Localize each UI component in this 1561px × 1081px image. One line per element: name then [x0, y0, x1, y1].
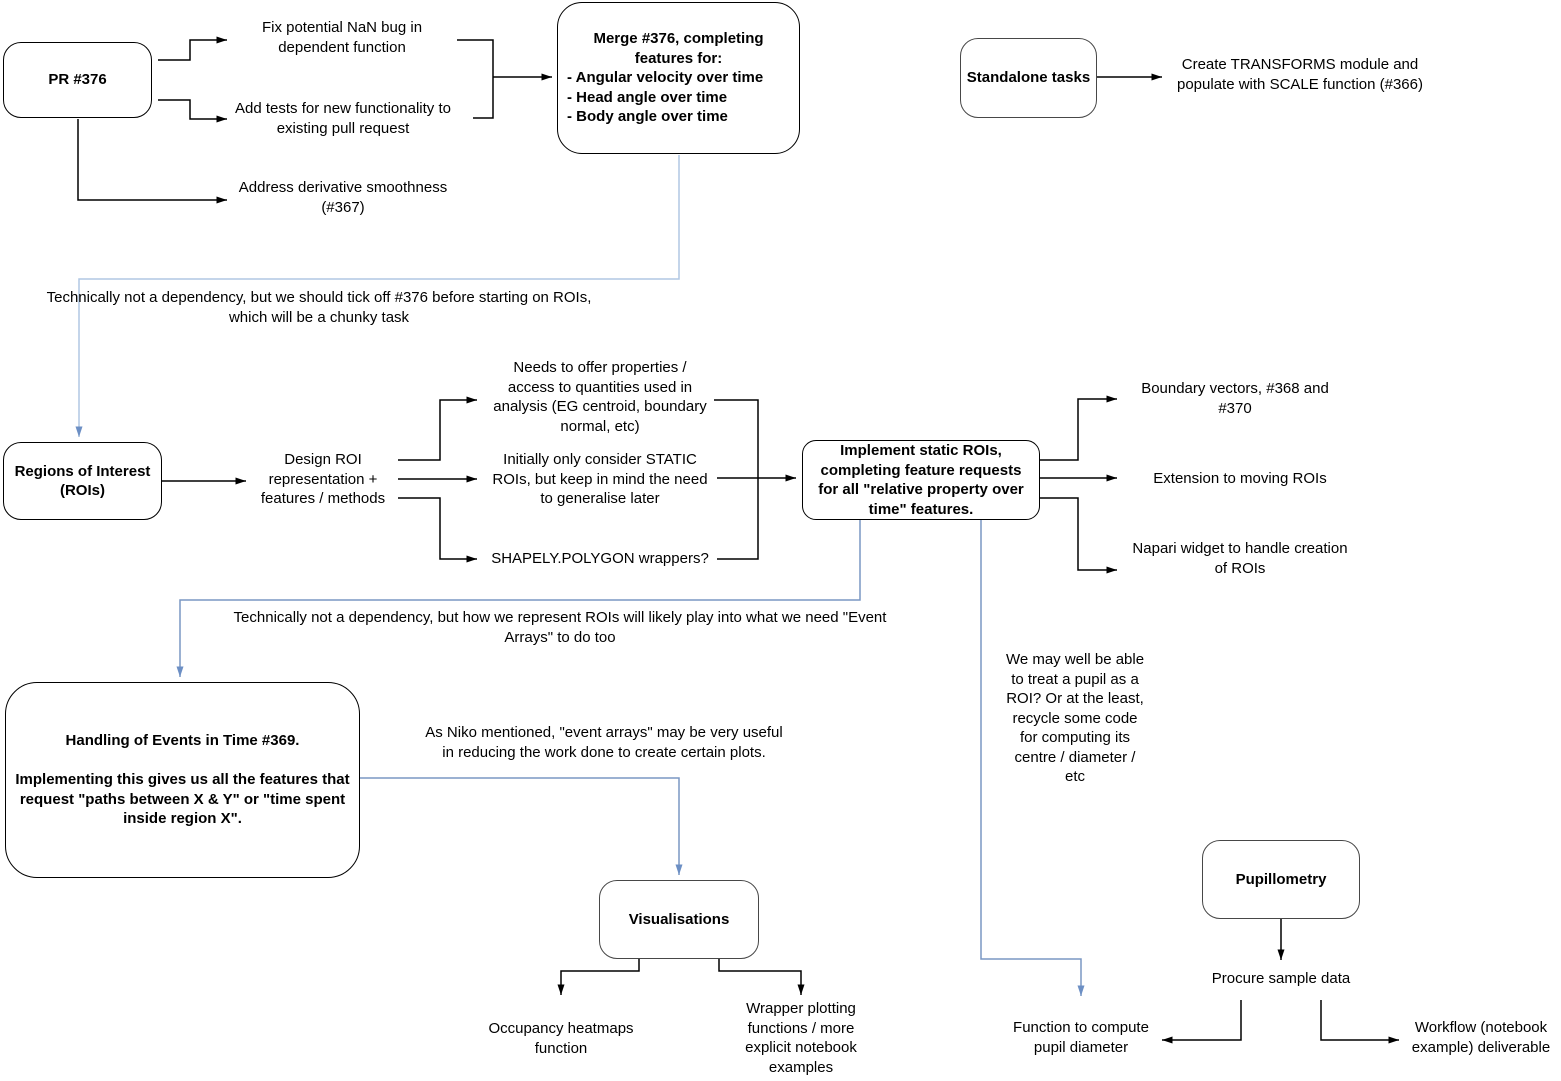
- node-pr-376: PR #376: [3, 42, 152, 118]
- connector-events-to-visualisations: [360, 777, 683, 875]
- connector-pr-to-fix-nan: [158, 36, 227, 61]
- label-design-roi: Design ROI representation + features / m…: [260, 451, 386, 507]
- note-pupil-as-roi: We may well be able to treat a pupil as …: [1005, 651, 1145, 785]
- label-add-tests: Add tests for new functionality to exist…: [235, 100, 451, 137]
- connector-bracket-to-merge: [457, 39, 494, 119]
- node-pupillometry: Pupillometry: [1202, 840, 1360, 919]
- label-workflow-deliverable: Workflow (notebook example) deliverable: [1411, 1019, 1551, 1056]
- connector-implement-to-events: [176, 520, 861, 677]
- note-event-arrays: Technically not a dependency, but how we…: [233, 609, 887, 646]
- label-procure-sample-data: Procure sample data: [1211, 970, 1351, 987]
- node-visualisations: Visualisations: [599, 880, 759, 959]
- label-function-pupil-diameter: Function to compute pupil diameter: [1013, 1019, 1149, 1056]
- note-tick-off-376: Technically not a dependency, but we sho…: [46, 289, 592, 326]
- label-needs-properties: Needs to offer properties / access to qu…: [493, 359, 707, 435]
- label-fix-nan-bug: Fix potential NaN bug in dependent funct…: [261, 19, 423, 56]
- connector-implement-to-boundary: [1040, 395, 1117, 461]
- label-wrapper-plotting: Wrapper plotting functions / more explic…: [745, 1000, 857, 1076]
- label-shapely-wrappers: SHAPELY.POLYGON wrappers?: [491, 550, 709, 567]
- label-extension-moving-rois: Extension to moving ROIs: [1153, 470, 1327, 487]
- label-create-transforms: Create TRANSFORMS module and populate wi…: [1177, 56, 1423, 93]
- label-occupancy-heatmaps: Occupancy heatmaps function: [488, 1020, 634, 1057]
- node-implement-static-rois: Implement static ROIs, completing featur…: [802, 440, 1040, 520]
- node-regions-of-interest: Regions of Interest (ROIs): [3, 442, 162, 520]
- connector-pr-to-address-derivative: [77, 119, 227, 204]
- connector-procure-to-workflow: [1320, 1000, 1399, 1044]
- connector-visualisations-to-wrapper: [718, 959, 805, 995]
- label-napari-widget: Napari widget to handle creation of ROIs: [1132, 540, 1348, 577]
- label-address-derivative: Address derivative smoothness (#367): [238, 179, 448, 216]
- connector-pr-to-add-tests: [158, 99, 227, 123]
- merge-feature-list: - Angular velocity over time - Head angl…: [567, 69, 764, 126]
- connector-implement-to-pupil-function: [980, 520, 1085, 996]
- label-boundary-vectors: Boundary vectors, #368 and #370: [1141, 380, 1329, 417]
- connector-bracket-implement: [714, 399, 759, 560]
- node-merge-376: Merge #376, completing features for: - A…: [557, 2, 800, 154]
- connector-design-to-shapely: [398, 497, 477, 563]
- merge-title: Merge #376, completing features for:: [593, 30, 764, 67]
- connector-visualisations-to-occupancy: [557, 959, 640, 995]
- connector-merge-to-roi: [75, 155, 680, 437]
- node-standalone-tasks: Standalone tasks: [960, 38, 1097, 118]
- connector-design-to-needs: [398, 396, 477, 461]
- connector-procure-to-function: [1162, 1000, 1242, 1044]
- note-as-niko: As Niko mentioned, "event arrays" may be…: [425, 724, 783, 761]
- connector-implement-to-napari: [1040, 497, 1117, 574]
- node-handling-events: Handling of Events in Time #369. Impleme…: [5, 682, 360, 878]
- label-initially-static: Initially only consider STATIC ROIs, but…: [492, 451, 708, 507]
